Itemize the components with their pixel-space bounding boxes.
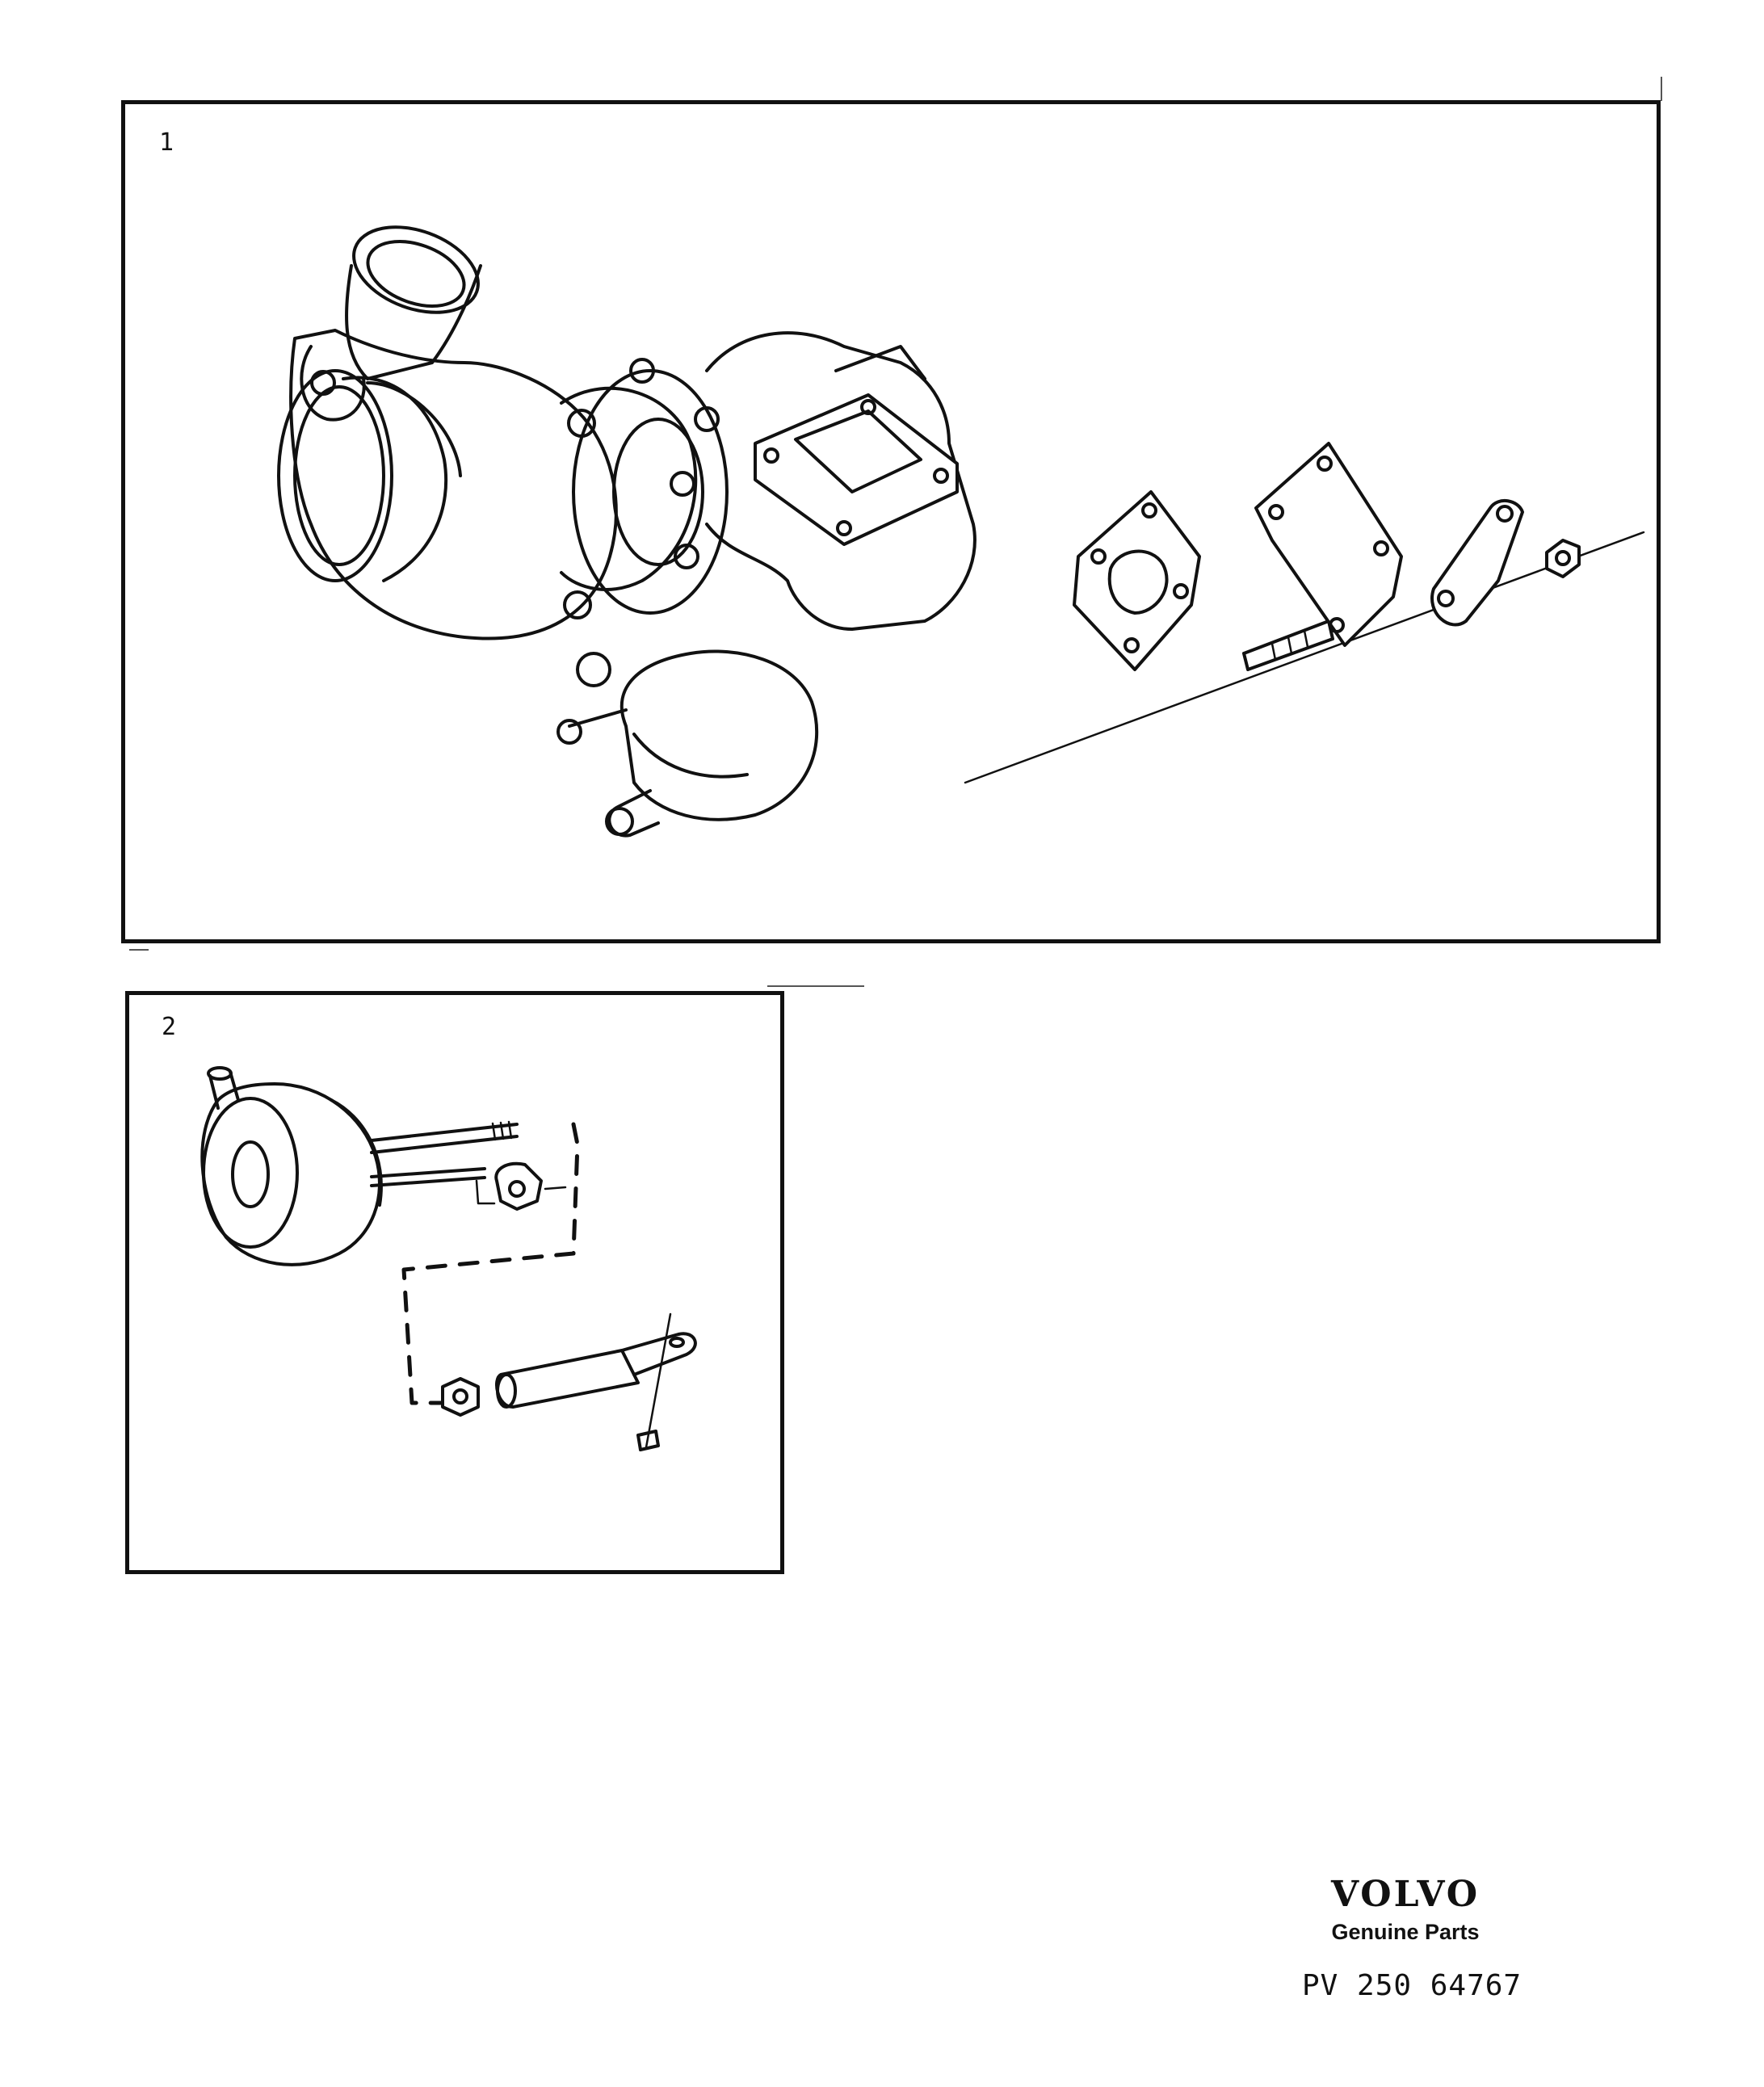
- retaining-clip: [636, 1430, 660, 1451]
- lock-nut: [1545, 539, 1581, 578]
- actuator-canister: [200, 1082, 381, 1266]
- compressor-outlet-pipe: [345, 264, 482, 380]
- turbocharger-panel: 1: [121, 100, 1661, 943]
- volvo-logo: VOLVO: [1330, 1874, 1480, 1915]
- adjuster-rod-end: [495, 1349, 640, 1409]
- exploded-leader-line: [964, 531, 1645, 784]
- rod-nut-upper: [494, 1161, 543, 1211]
- scan-mark: [767, 985, 864, 987]
- actuator-kit-drawing: [200, 1066, 697, 1451]
- flange-stud: [1242, 619, 1334, 671]
- wastegate-actuator: [620, 649, 819, 821]
- compressor-housing: [289, 329, 618, 640]
- compressor-outlet-opening: [352, 225, 480, 314]
- panel-number-2: 2: [162, 1013, 177, 1041]
- actuator-canister-face: [202, 1097, 299, 1249]
- turbocharger-drawing: [277, 225, 1645, 838]
- scan-mark: [129, 949, 149, 951]
- exhaust-gasket: [1073, 490, 1201, 671]
- center-flange: [572, 369, 729, 615]
- actuator-kit-panel: 2: [125, 991, 784, 1574]
- turbine-outlet-flange: [754, 393, 959, 546]
- actuator-bracket: [1430, 499, 1524, 627]
- compressor-inlet: [277, 369, 393, 582]
- flange-plate: [1254, 442, 1403, 647]
- rod-nut-lower: [441, 1377, 480, 1417]
- part-number: PV 250 64767: [1302, 1969, 1522, 2002]
- scan-mark: [1661, 77, 1662, 101]
- brand-tagline: Genuine Parts: [1331, 1920, 1480, 1944]
- compressor-inlet-inner: [293, 385, 385, 566]
- brand-block: VOLVO Genuine Parts: [1292, 1874, 1518, 1945]
- panel-number-1: 1: [159, 128, 174, 157]
- assembly-path-dashed: [401, 1122, 580, 1405]
- turbine-housing: [705, 331, 976, 631]
